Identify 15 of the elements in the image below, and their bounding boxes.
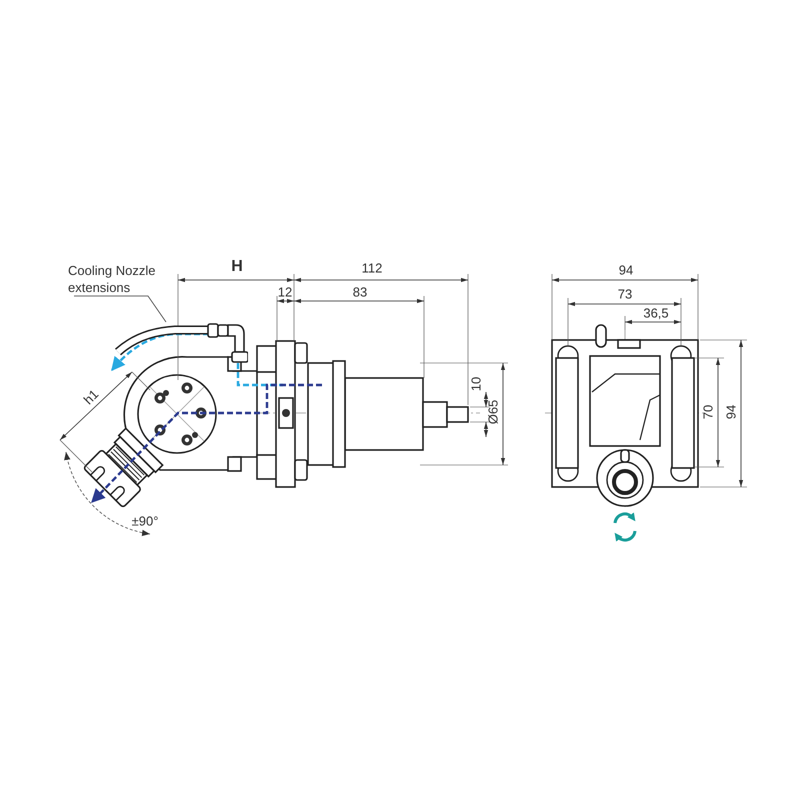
- leader-line: [74, 296, 166, 322]
- dimension-label: Ø65: [486, 400, 500, 424]
- callout-text: Cooling Nozzle extensions: [68, 262, 156, 296]
- dimension-label: 94: [618, 264, 634, 276]
- dimension-label: 12: [278, 286, 292, 298]
- dimension-label: 83: [352, 286, 368, 298]
- angle-label: ±90°: [132, 514, 158, 528]
- dimension-label: 112: [362, 262, 382, 274]
- dimension-label: H: [231, 259, 243, 275]
- dimension-label: 70: [702, 404, 714, 420]
- dimension-label: 10: [470, 376, 482, 392]
- dimension-label: 94: [724, 404, 738, 420]
- dimension-label: h1: [81, 387, 101, 407]
- dimension-label: 36,5: [643, 306, 669, 320]
- dimension-label: 73: [618, 288, 632, 300]
